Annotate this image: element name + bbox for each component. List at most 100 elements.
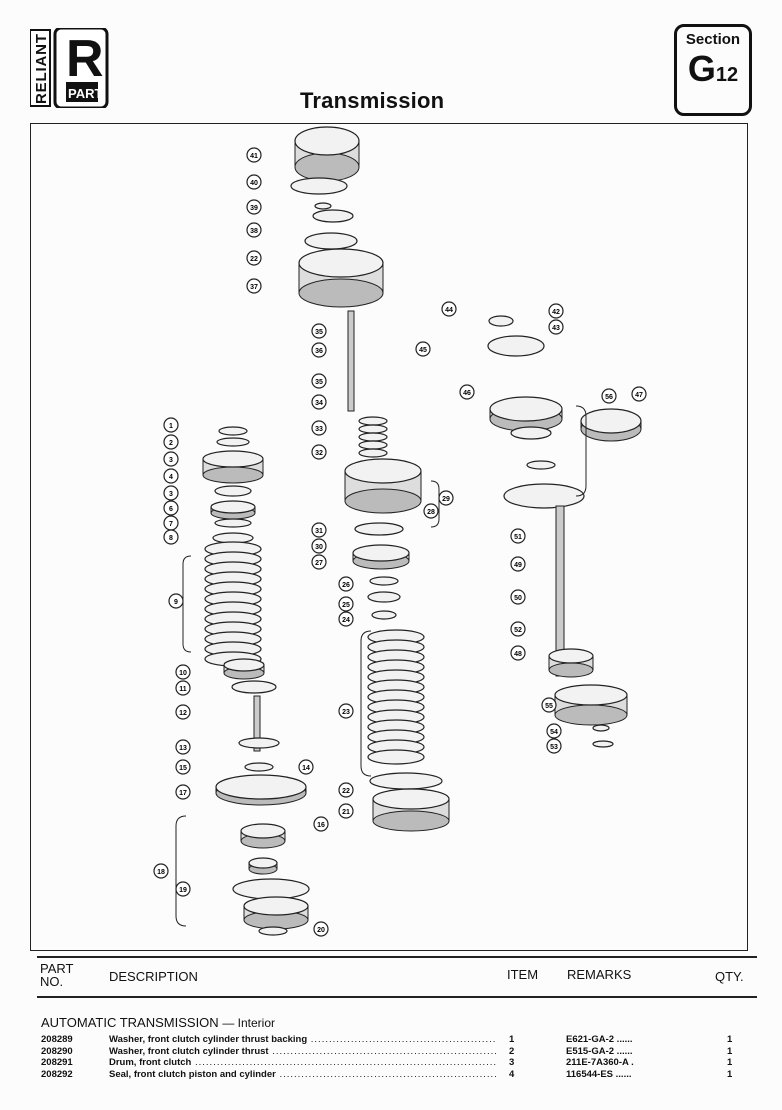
- callout-number: 7: [169, 521, 173, 528]
- callout-number: 50: [514, 595, 522, 602]
- part-number: 208290: [41, 1045, 73, 1057]
- left-part: [238, 737, 280, 749]
- callout-number: 51: [514, 534, 522, 541]
- callout-circle: [311, 522, 327, 538]
- callout-number: 2: [169, 440, 173, 447]
- remarks: 211E-7A360-A .: [566, 1057, 634, 1068]
- mid-part: [354, 522, 404, 536]
- callout-circle: [601, 388, 617, 404]
- item-number: 1: [509, 1034, 515, 1045]
- quantity: 1: [727, 1068, 733, 1080]
- callout-circle: [153, 863, 169, 879]
- bracket: [575, 405, 587, 497]
- callout-circle: [175, 704, 191, 720]
- left-part: [244, 762, 274, 772]
- right-part: [503, 483, 585, 509]
- bracket: [175, 815, 187, 927]
- left-part: [214, 518, 252, 528]
- callout-number: 27: [315, 560, 323, 567]
- callout-circle: [175, 680, 191, 696]
- callout-number: 41: [250, 153, 258, 160]
- callout-number: 29: [442, 496, 450, 503]
- gear: [231, 680, 277, 694]
- callout-number: 4: [169, 474, 173, 481]
- bracket: [360, 630, 372, 777]
- left-part: [210, 500, 256, 514]
- group-subtitle: — Interior: [222, 1016, 275, 1030]
- callout-number: 18: [157, 869, 165, 876]
- svg-text:PART: PART: [68, 86, 102, 101]
- callout-number: 6: [169, 506, 173, 513]
- callout-number: 15: [179, 765, 187, 772]
- bracket: [182, 555, 192, 653]
- callout-number: 46: [463, 390, 471, 397]
- callout-circle: [459, 384, 475, 400]
- callout-number: 3: [169, 491, 173, 498]
- ring: [358, 448, 388, 458]
- leader-dots: ........................................…: [310, 1034, 497, 1045]
- svg-text:RELIANT: RELIANT: [33, 34, 50, 104]
- callout-number: 13: [179, 745, 187, 752]
- callout-circle: [163, 434, 179, 450]
- left-part-base: [202, 466, 264, 484]
- callout-number: 25: [342, 602, 350, 609]
- mid-part: [314, 202, 332, 210]
- callout-number: 36: [315, 348, 323, 355]
- callout-circle: [631, 386, 647, 402]
- mid-part: [344, 458, 422, 484]
- right-part: [510, 426, 552, 440]
- left-part: [232, 878, 310, 900]
- callout-number: 56: [605, 394, 613, 401]
- shaft: [253, 695, 261, 752]
- callout-number: 24: [342, 617, 350, 624]
- callout-circle: [313, 816, 329, 832]
- callout-circle: [246, 147, 262, 163]
- leader-dots: ........................................…: [194, 1057, 497, 1068]
- mid-part: [290, 177, 348, 195]
- callout-circle: [311, 323, 327, 339]
- callout-number: 49: [514, 562, 522, 569]
- section-code: G12: [677, 50, 749, 94]
- callout-number: 9: [174, 599, 178, 606]
- mid-part: [312, 209, 354, 223]
- callout-number: 31: [315, 528, 323, 535]
- table-header: PART NO. DESCRIPTION ITEM REMARKS QTY.: [37, 956, 757, 998]
- callout-number: 16: [317, 822, 325, 829]
- clutch-plate: [367, 749, 425, 765]
- description: Washer, front clutch cylinder thrust ...…: [109, 1046, 497, 1057]
- callout-circle: [510, 528, 526, 544]
- callout-circle: [338, 576, 354, 592]
- callout-number: 40: [250, 180, 258, 187]
- mid-part-base: [372, 810, 450, 832]
- mid-part: [371, 610, 397, 620]
- header-part-no: PART NO.: [40, 961, 74, 989]
- mid-part: [369, 772, 443, 790]
- callout-circle: [441, 301, 457, 317]
- callout-circle: [510, 645, 526, 661]
- callout-circle: [163, 485, 179, 501]
- callout-number: 1: [169, 423, 173, 430]
- callout-circle: [311, 342, 327, 358]
- callout-circle: [246, 174, 262, 190]
- header-qty: QTY.: [715, 969, 744, 984]
- callout-number: 30: [315, 544, 323, 551]
- left-part: [258, 926, 288, 936]
- callout-circle: [175, 784, 191, 800]
- quantity: 1: [727, 1045, 733, 1057]
- callout-circle: [510, 589, 526, 605]
- callout-number: 39: [250, 205, 258, 212]
- callout-circle: [313, 921, 329, 937]
- callout-circle: [246, 278, 262, 294]
- callout-number: 3: [169, 457, 173, 464]
- callout-circle: [338, 703, 354, 719]
- callout-number: 52: [514, 627, 522, 634]
- callout-circle: [175, 739, 191, 755]
- callout-number: 22: [342, 788, 350, 795]
- reliant-logo: RELIANT R PART: [30, 28, 109, 108]
- group-title: AUTOMATIC TRANSMISSION: [41, 1015, 219, 1030]
- left-part: [216, 437, 250, 447]
- callout-circle: [438, 490, 454, 506]
